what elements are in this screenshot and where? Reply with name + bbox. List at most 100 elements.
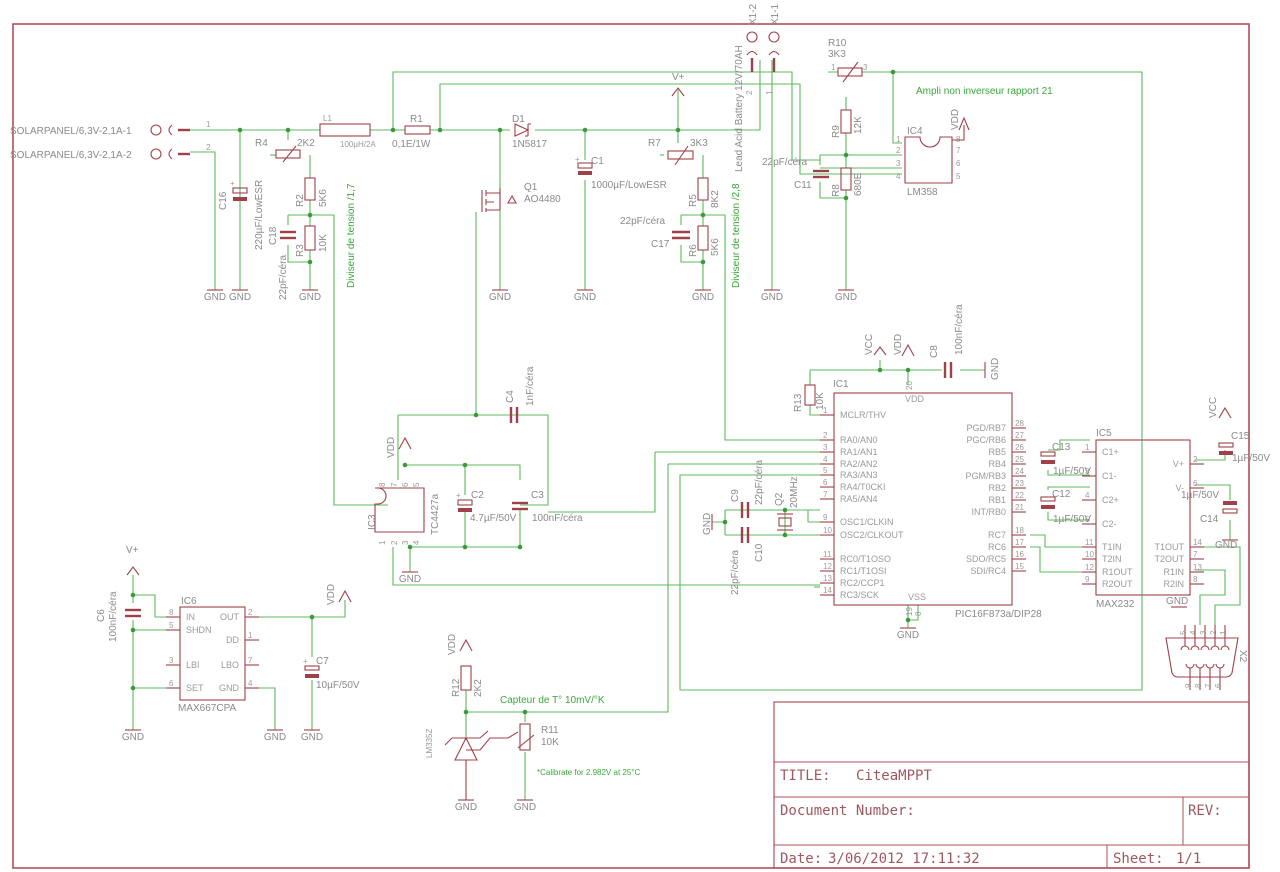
svg-text:VDD: VDD [386, 437, 397, 458]
svg-text:3: 3 [401, 540, 410, 545]
temperature-note: Capteur de T° 10mV/°K [500, 695, 605, 706]
pin-name: RB5 [988, 447, 1006, 457]
opamp-ic4[interactable]: IC4 LM358 1 2 3 4 8 7 6 5 VDD [896, 109, 970, 198]
svg-text:5: 5 [1179, 630, 1188, 635]
resistor-r6[interactable]: R6 5K6 [688, 225, 721, 257]
svg-text:8: 8 [914, 611, 923, 616]
svg-text:6: 6 [1214, 683, 1223, 688]
pin-name: RA2/AN2 [840, 459, 878, 469]
svg-text:IC4: IC4 [907, 126, 923, 137]
trimmer-r4[interactable]: R4 2K2 [255, 138, 315, 163]
svg-text:R7: R7 [648, 138, 661, 149]
wires [132, 60, 1241, 800]
pin-number: 13 [823, 574, 832, 583]
capacitor-c13[interactable]: C13 1µF/50V [1040, 442, 1091, 477]
capacitor-c11[interactable]: 22pF/céra C11 [762, 157, 829, 191]
gnd-label: GND [122, 732, 144, 743]
svg-text:C9: C9 [730, 489, 741, 502]
resistor-r5[interactable]: R5 8K2 [688, 177, 721, 208]
capacitor-c14[interactable]: 1µF/50V C14 [1181, 490, 1238, 525]
serial-connector-x2[interactable]: 5 4 3 2 1 9 8 7 6 X2 [1165, 625, 1248, 690]
svg-text:X2: X2 [1237, 650, 1248, 663]
svg-text:+: + [303, 657, 308, 666]
trimmer-r11[interactable]: R11 10K [517, 723, 559, 751]
pin-name: INT/RB0 [971, 507, 1006, 517]
capacitor-c4[interactable]: C4 1nF/céra [505, 366, 536, 423]
capacitor-c9[interactable]: C9 22pF/céra [730, 460, 765, 518]
capacitor-c15[interactable]: C15 1µF/50V [1218, 431, 1270, 464]
resistor-r3[interactable]: R3 10K [295, 225, 329, 257]
pin-name: OSC1/CLKIN [840, 517, 894, 527]
pin-number: 3 [169, 656, 174, 665]
capacitor-c12[interactable]: C12 1µF/50V [1040, 489, 1091, 525]
svg-text:4.7µF/50V: 4.7µF/50V [470, 513, 517, 524]
gnd-label: GND [514, 802, 536, 813]
trimmer-r7[interactable]: R7 3K3 [648, 138, 708, 166]
pin-name: OUT [220, 612, 240, 622]
capacitor-c17[interactable]: 22pF/céra C17 [620, 216, 690, 250]
pin-number: 5 [823, 466, 828, 475]
mosfet-driver-ic3[interactable]: IC3 TC4427a 8 7 6 5 1 2 3 4 [367, 482, 441, 545]
svg-text:20: 20 [905, 381, 914, 390]
pin-name: C1- [1102, 471, 1117, 481]
divider-1-note: Diviseur de tension /1,7 [346, 183, 357, 288]
pin-number: 1 [1085, 443, 1090, 452]
pin-number: 12 [1085, 563, 1094, 572]
svg-text:1000µF/LowESR: 1000µF/LowESR [591, 180, 667, 191]
svg-text:1nF/céra: 1nF/céra [525, 366, 536, 406]
sheet-frame [12, 23, 1250, 869]
crystal-q2[interactable]: Q2 20MHz [774, 476, 800, 531]
capacitor-c10[interactable]: 22pF/céra C10 [730, 527, 765, 595]
resistor-r8[interactable]: R8 680E [831, 167, 864, 197]
svg-text:4: 4 [1189, 630, 1198, 635]
pin-name: RC0/T1OSO [840, 554, 891, 564]
capacitor-c18[interactable]: C18 22pF/céra [268, 226, 296, 300]
pin-name: RA1/AN1 [840, 447, 878, 457]
resistor-r12[interactable]: R12 2K2 [451, 665, 484, 697]
resistor-r9[interactable]: R9 12K [831, 109, 864, 138]
pin-number: 26 [1015, 443, 1024, 452]
resistor-r13[interactable]: R13 10K [793, 384, 826, 412]
capacitor-c8[interactable]: C8 100nF/céra [929, 304, 965, 378]
pin-name: R2IN [1163, 579, 1184, 589]
diode-d1[interactable]: D1 1N5817 [512, 114, 547, 150]
pin-name: PGC/RB6 [966, 435, 1006, 445]
svg-text:R8: R8 [831, 184, 842, 197]
solar-panel-connector-2[interactable]: SOLARPANEL/6,3V-2,1A-2 2 [10, 143, 211, 161]
pin-number: 8 [1193, 575, 1198, 584]
svg-text:1: 1 [896, 135, 901, 144]
svg-text:5: 5 [956, 172, 961, 181]
svg-text:5K6: 5K6 [318, 189, 329, 207]
pin-number: 25 [1015, 455, 1024, 464]
inductor-l1[interactable]: L1 100µH/2A [319, 114, 376, 149]
capacitor-c7[interactable]: + C7 10µF/50V [303, 656, 360, 691]
mosfet-q1[interactable]: Q1 AO4480 [481, 182, 561, 212]
capacitor-c2[interactable]: + C2 4.7µF/50V [456, 490, 517, 524]
resistor-r1[interactable]: R1 0,1E/1W [392, 114, 431, 150]
solar-panel-connector-1[interactable]: SOLARPANEL/6,3V-2,1A-1 1 [10, 120, 211, 137]
temperature-sensor-lm335[interactable]: LM335Z [425, 729, 519, 800]
capacitor-c3[interactable]: C3 100nF/céra [512, 490, 583, 524]
battery-connector-x1-1[interactable]: X1-1 1 [765, 3, 781, 95]
pin-number: 6 [1193, 479, 1198, 488]
capacitor-c6[interactable]: C6 100nF/céra [96, 591, 141, 642]
svg-text:VCC: VCC [1208, 397, 1219, 418]
resistor-r2[interactable]: R2 5K6 [295, 177, 329, 207]
pin-number: 1 [823, 406, 828, 415]
svg-text:0,1E/1W: 0,1E/1W [392, 139, 431, 150]
gnd-label: GND [835, 292, 857, 303]
pin-name: RB1 [988, 495, 1006, 505]
svg-text:C1: C1 [591, 156, 604, 167]
svg-text:3: 3 [1199, 630, 1208, 635]
capacitor-c16[interactable]: + C16 220µF/LowESR [218, 179, 265, 250]
gnd-label: GND [761, 292, 783, 303]
svg-text:C12: C12 [1052, 489, 1071, 500]
battery-connector-x1-2[interactable]: X1-2 2 [745, 3, 759, 95]
svg-text:2K2: 2K2 [473, 679, 484, 697]
svg-text:LM335Z: LM335Z [425, 729, 434, 758]
capacitor-c1[interactable]: + C1 1000µF/LowESR [575, 155, 667, 191]
